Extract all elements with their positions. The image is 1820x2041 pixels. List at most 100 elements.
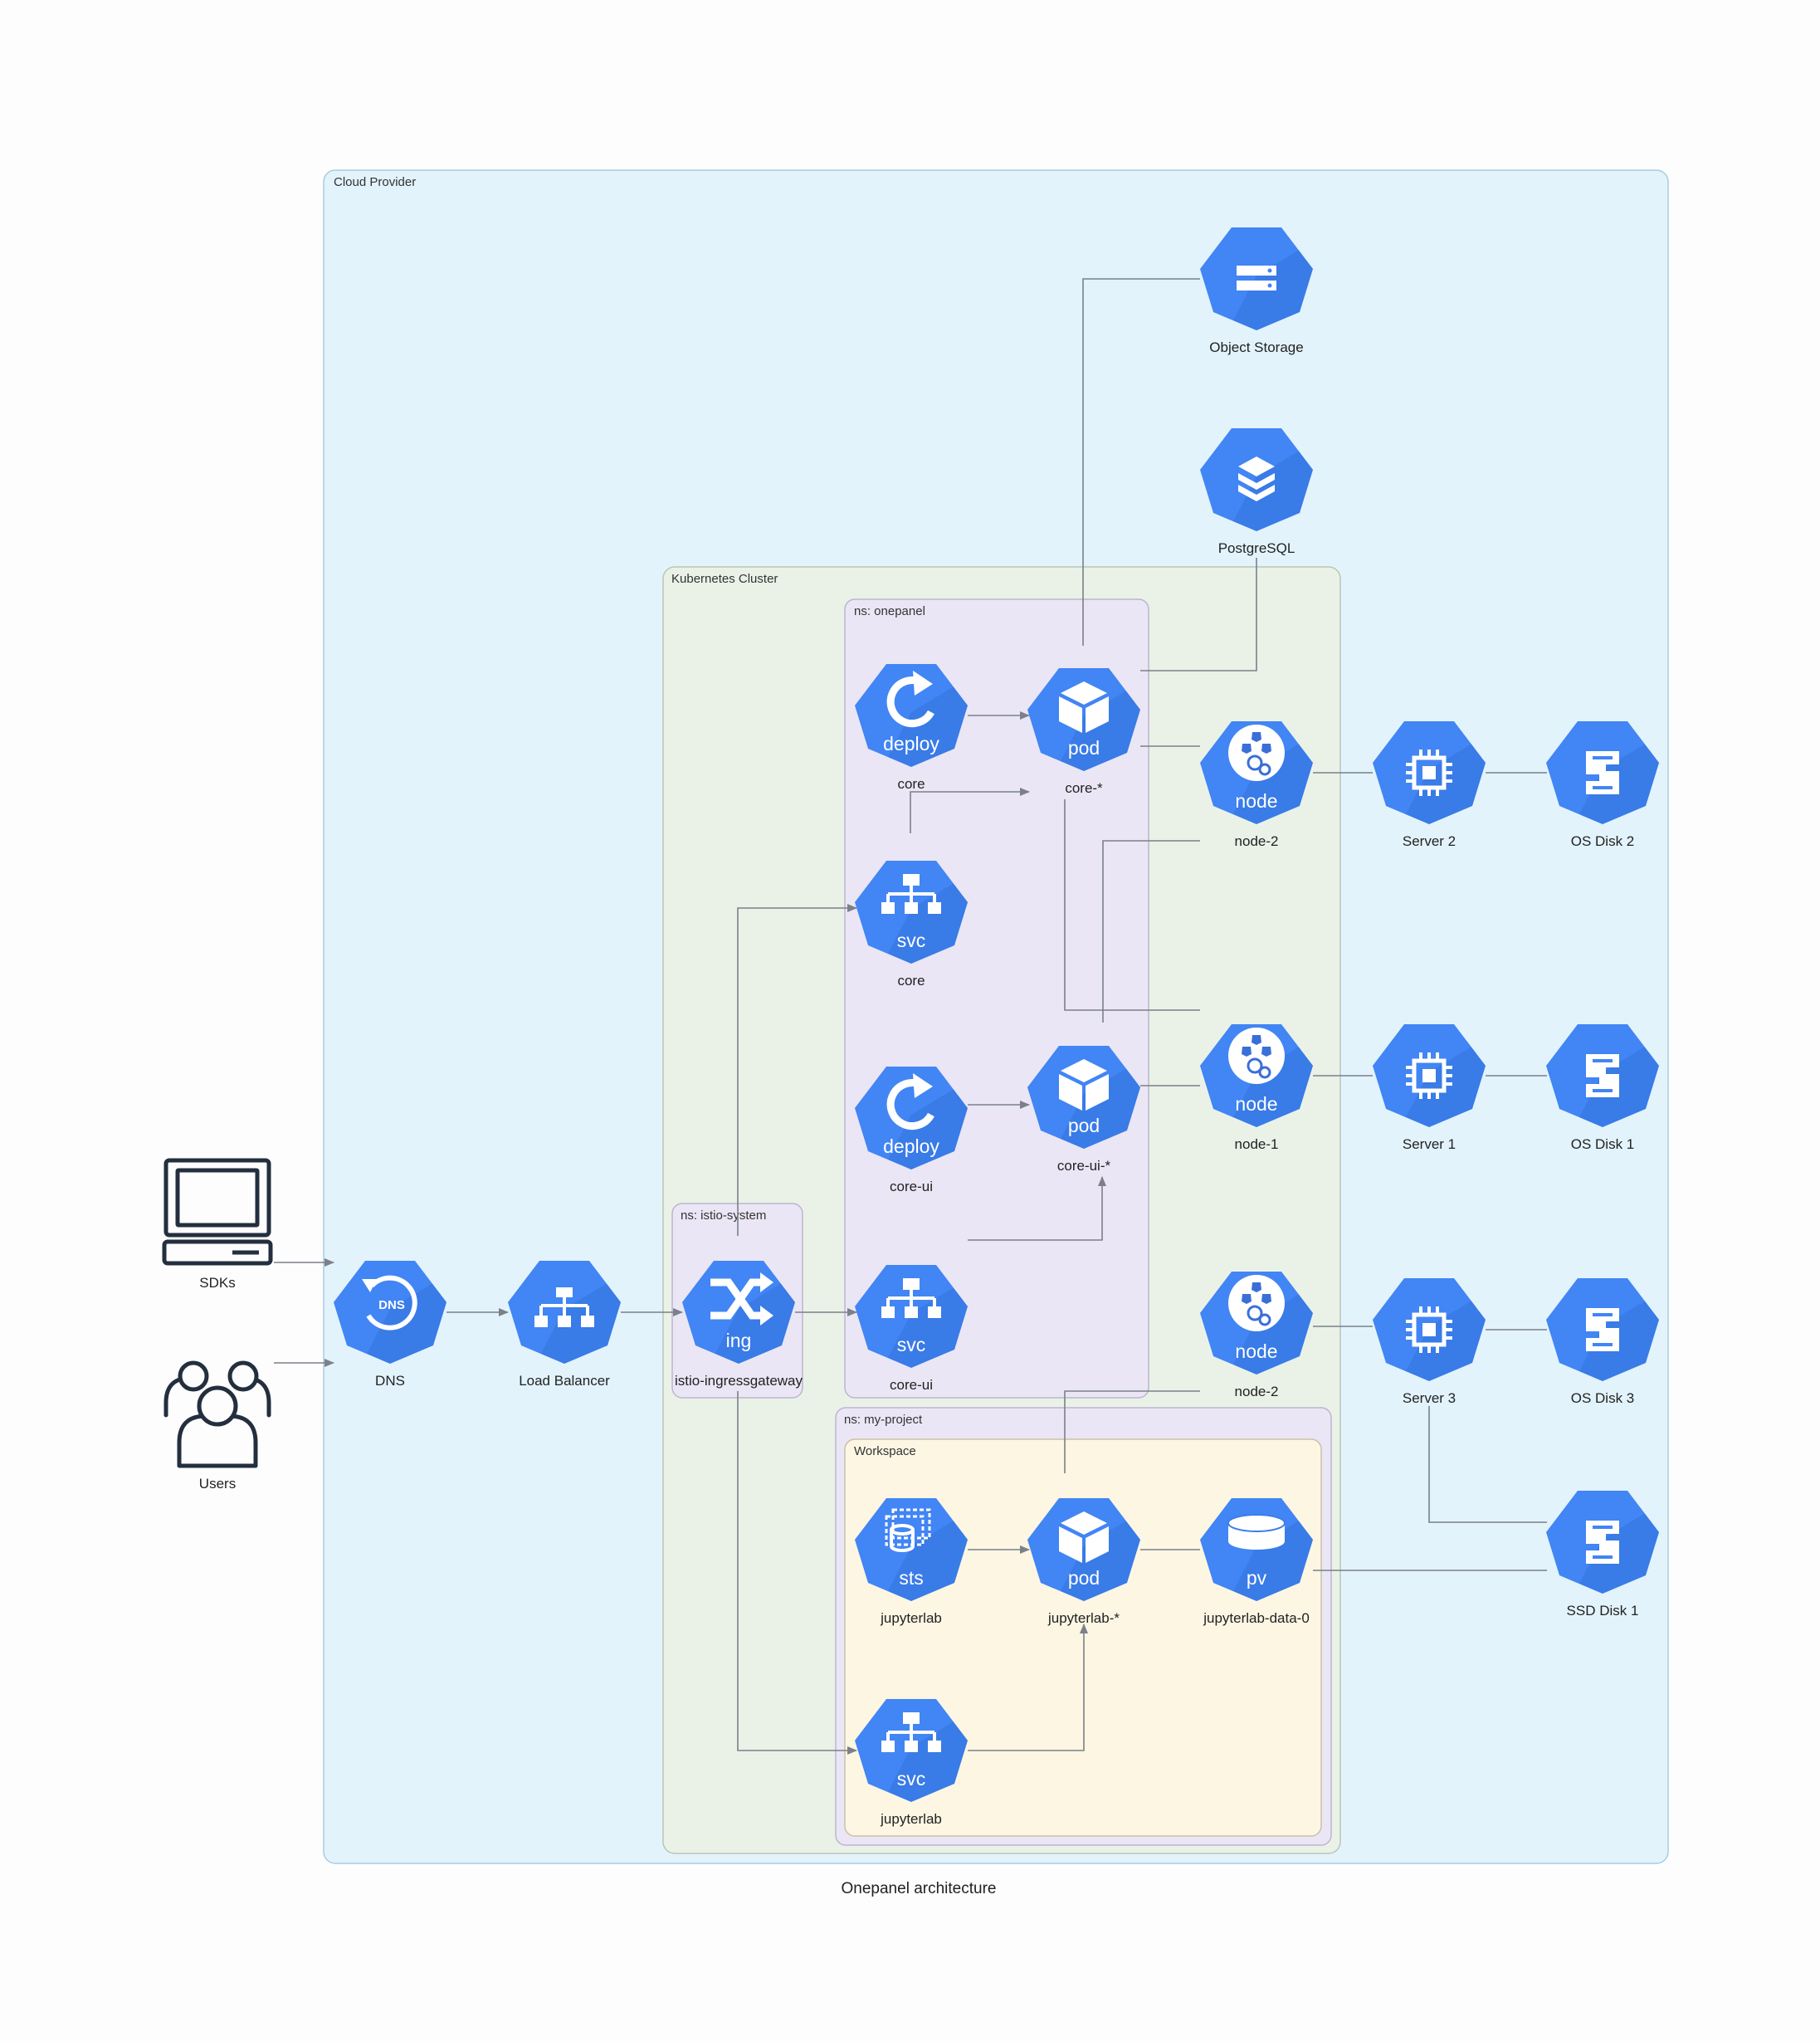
load-balancer-icon	[534, 1287, 594, 1327]
svc-jupyter-node[interactable]: svc jupyterlab	[855, 1699, 968, 1827]
server1-node[interactable]: Server 1	[1373, 1024, 1486, 1152]
deploy-core-ui-node[interactable]: deploy core-ui	[855, 1067, 968, 1194]
edge-svc-core-ui-pod	[968, 1176, 1106, 1241]
node-kind-tag: deploy	[883, 1135, 939, 1157]
cluster-workspace-label: Workspace	[854, 1444, 916, 1458]
node-label: node-1	[1235, 1136, 1279, 1152]
pv-jupyter-node[interactable]: pv jupyterlab-data-0	[1200, 1498, 1313, 1626]
node-kind-tag: svc	[897, 930, 926, 951]
dns-icon: DNS	[362, 1275, 417, 1331]
cpu-icon	[1406, 1306, 1452, 1353]
cluster-ns-project-label: ns: my-project	[844, 1413, 923, 1427]
pod-core-node[interactable]: pod core-*	[1027, 668, 1140, 796]
postgres-node[interactable]: PostgreSQL	[1200, 428, 1313, 556]
server3-node[interactable]: Server 3	[1373, 1278, 1486, 1406]
node-label: core-*	[1065, 780, 1103, 796]
osdisk1-node[interactable]: OS Disk 1	[1546, 1024, 1659, 1152]
node-label: DNS	[375, 1373, 405, 1389]
ssddisk1-node[interactable]: SSD Disk 1	[1546, 1491, 1659, 1619]
node-label: SDKs	[199, 1275, 235, 1291]
service-icon	[881, 1712, 941, 1752]
cube-icon	[1059, 681, 1109, 733]
lb-node[interactable]: Load Balancer	[508, 1261, 621, 1389]
node-kind-tag: sts	[899, 1567, 923, 1589]
svc-core-ui-node[interactable]: svc core-ui	[855, 1265, 968, 1393]
cpu-icon	[1406, 1052, 1452, 1099]
k8s-node-icon	[1228, 1028, 1285, 1084]
persistent-disk-icon	[1586, 1054, 1619, 1097]
cluster-ns-onepanel-label: ns: onepanel	[854, 604, 925, 618]
persistent-disk-icon	[1586, 1308, 1619, 1351]
osdisk3-node[interactable]: OS Disk 3	[1546, 1278, 1659, 1406]
node-label: jupyterlab	[880, 1610, 942, 1626]
node-label: jupyterlab-data-0	[1203, 1610, 1310, 1626]
node-label: Load Balancer	[519, 1373, 610, 1389]
cube-icon	[1059, 1059, 1109, 1111]
node-label: node-2	[1235, 833, 1279, 849]
storage-icon	[1237, 266, 1276, 291]
users-icon	[163, 1360, 271, 1468]
edge-pod-jupyter-node-c	[1064, 1390, 1200, 1473]
users-node[interactable]: Users	[163, 1360, 271, 1492]
object-storage-node[interactable]: Object Storage	[1200, 227, 1313, 355]
node-kind-tag: svc	[897, 1768, 926, 1790]
node-kind-tag: pod	[1068, 1567, 1100, 1589]
edge-svc-core-pod	[910, 788, 1030, 833]
edge-pod-core-postgres	[1140, 558, 1257, 671]
sts-jupyter-node[interactable]: sts jupyterlab	[855, 1498, 968, 1626]
node-label: Server 2	[1403, 833, 1456, 849]
server2-node[interactable]: Server 2	[1373, 721, 1486, 849]
node-label: Server 1	[1403, 1136, 1456, 1152]
node-kind-tag: deploy	[883, 733, 939, 754]
node-label: jupyterlab	[880, 1811, 942, 1827]
node-kind-tag: svc	[897, 1334, 926, 1355]
ingress-node[interactable]: ing istio-ingressgateway	[675, 1261, 803, 1389]
cluster-cloud-provider-label: Cloud Provider	[334, 175, 416, 189]
database-icon	[1238, 457, 1275, 501]
cube-icon	[1059, 1511, 1109, 1563]
node-kind-tag: ing	[726, 1330, 752, 1351]
node-label: OS Disk 2	[1571, 833, 1635, 849]
edge-ingress-svc-jupyter	[737, 1391, 857, 1755]
service-icon	[881, 874, 941, 914]
edge-server3-ssd-disk	[1428, 1406, 1547, 1523]
node-label: istio-ingressgateway	[675, 1373, 803, 1389]
svg-text:DNS: DNS	[378, 1298, 405, 1312]
node-kind-tag: node	[1235, 1340, 1277, 1362]
k8s-node-icon	[1228, 725, 1285, 781]
cluster-ns-onepanel: ns: onepanel	[844, 598, 1149, 1399]
svc-core-node[interactable]: svc core	[855, 861, 968, 989]
node-label: SSD Disk 1	[1567, 1603, 1639, 1619]
k8s-node-icon	[1228, 1275, 1285, 1331]
cluster-ns-istio-label: ns: istio-system	[681, 1208, 766, 1223]
shuffle-icon	[710, 1272, 773, 1326]
service-icon	[881, 1278, 941, 1318]
pod-jupyter-node[interactable]: pod jupyterlab-*	[1027, 1498, 1140, 1626]
node-kind-tag: pv	[1247, 1567, 1267, 1589]
node-kind-tag: pod	[1068, 737, 1100, 759]
node-label: core	[897, 973, 925, 989]
sdks-node[interactable]: SDKs	[162, 1158, 273, 1291]
dns-node[interactable]: DNS DNS	[334, 1261, 446, 1389]
node-label: Users	[199, 1476, 236, 1492]
osdisk2-node[interactable]: OS Disk 2	[1546, 721, 1659, 849]
node-label: Object Storage	[1209, 339, 1303, 355]
node-label: OS Disk 3	[1571, 1390, 1635, 1406]
cpu-icon	[1406, 750, 1452, 796]
node-label: PostgreSQL	[1218, 540, 1295, 556]
node-label: jupyterlab-*	[1047, 1610, 1120, 1626]
node-label: core-ui	[890, 1179, 933, 1194]
node-label: OS Disk 1	[1571, 1136, 1635, 1152]
edges	[274, 278, 1547, 1755]
disk-icon	[1227, 1514, 1286, 1550]
edge-svc-pod-jupyter	[968, 1624, 1088, 1751]
edge-pod-core-node-b	[1064, 799, 1200, 1011]
node-kind-tag: pod	[1068, 1115, 1100, 1136]
node-label: core-ui	[890, 1377, 933, 1393]
